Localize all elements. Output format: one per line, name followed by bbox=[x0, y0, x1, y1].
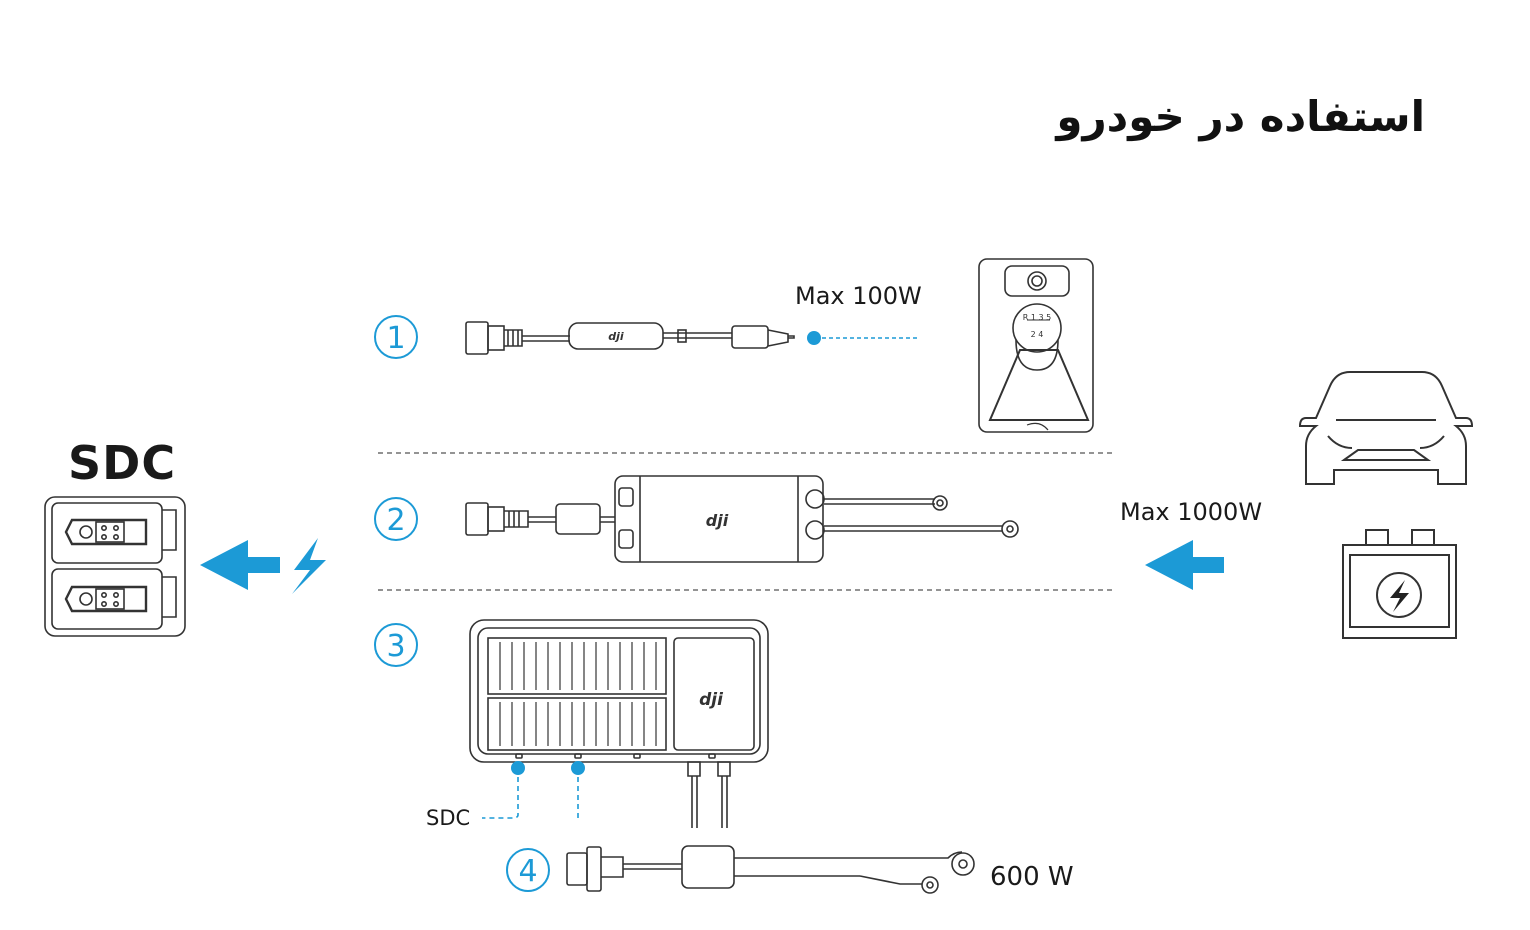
gear-pattern-bottom: 2 4 bbox=[1031, 330, 1044, 339]
watt-600-label: 600 W bbox=[990, 862, 1074, 892]
brand-logo: dji bbox=[706, 511, 729, 530]
step-3-circle bbox=[374, 623, 418, 667]
adapter-cable-icon bbox=[566, 845, 975, 894]
page-title: استفاده در خودرو bbox=[1056, 92, 1425, 141]
sdc-heading: SDC bbox=[68, 436, 177, 490]
arrow-left-icon-right bbox=[1145, 540, 1224, 590]
sdc-port-panel-icon bbox=[44, 496, 186, 637]
gear-pattern-top: R 1 3 5 bbox=[1023, 313, 1051, 322]
arrow-left-icon bbox=[200, 540, 280, 590]
gear-shift-socket-icon bbox=[978, 258, 1094, 433]
step-1-circle bbox=[374, 315, 418, 359]
step-number: 1 bbox=[386, 321, 405, 356]
step-number: 2 bbox=[386, 503, 405, 538]
step-number: 3 bbox=[386, 629, 405, 664]
max-1000w-label: Max 1000W bbox=[1120, 498, 1263, 526]
step-2-circle bbox=[374, 497, 418, 541]
car-icon bbox=[1298, 371, 1474, 485]
lightning-icon bbox=[292, 538, 326, 594]
sdc-port-label: SDC bbox=[426, 806, 471, 830]
brand-logo: dji bbox=[699, 690, 724, 710]
power-module-icon bbox=[469, 619, 769, 763]
battery-clamp-cable-icon bbox=[465, 475, 1019, 563]
max-100w-label: Max 100W bbox=[795, 282, 922, 310]
car-charger-cable-icon bbox=[465, 321, 795, 355]
step-4-circle bbox=[506, 848, 550, 892]
car-battery-icon bbox=[1342, 529, 1457, 639]
step-number: 4 bbox=[518, 854, 537, 889]
brand-logo: dji bbox=[608, 330, 624, 343]
